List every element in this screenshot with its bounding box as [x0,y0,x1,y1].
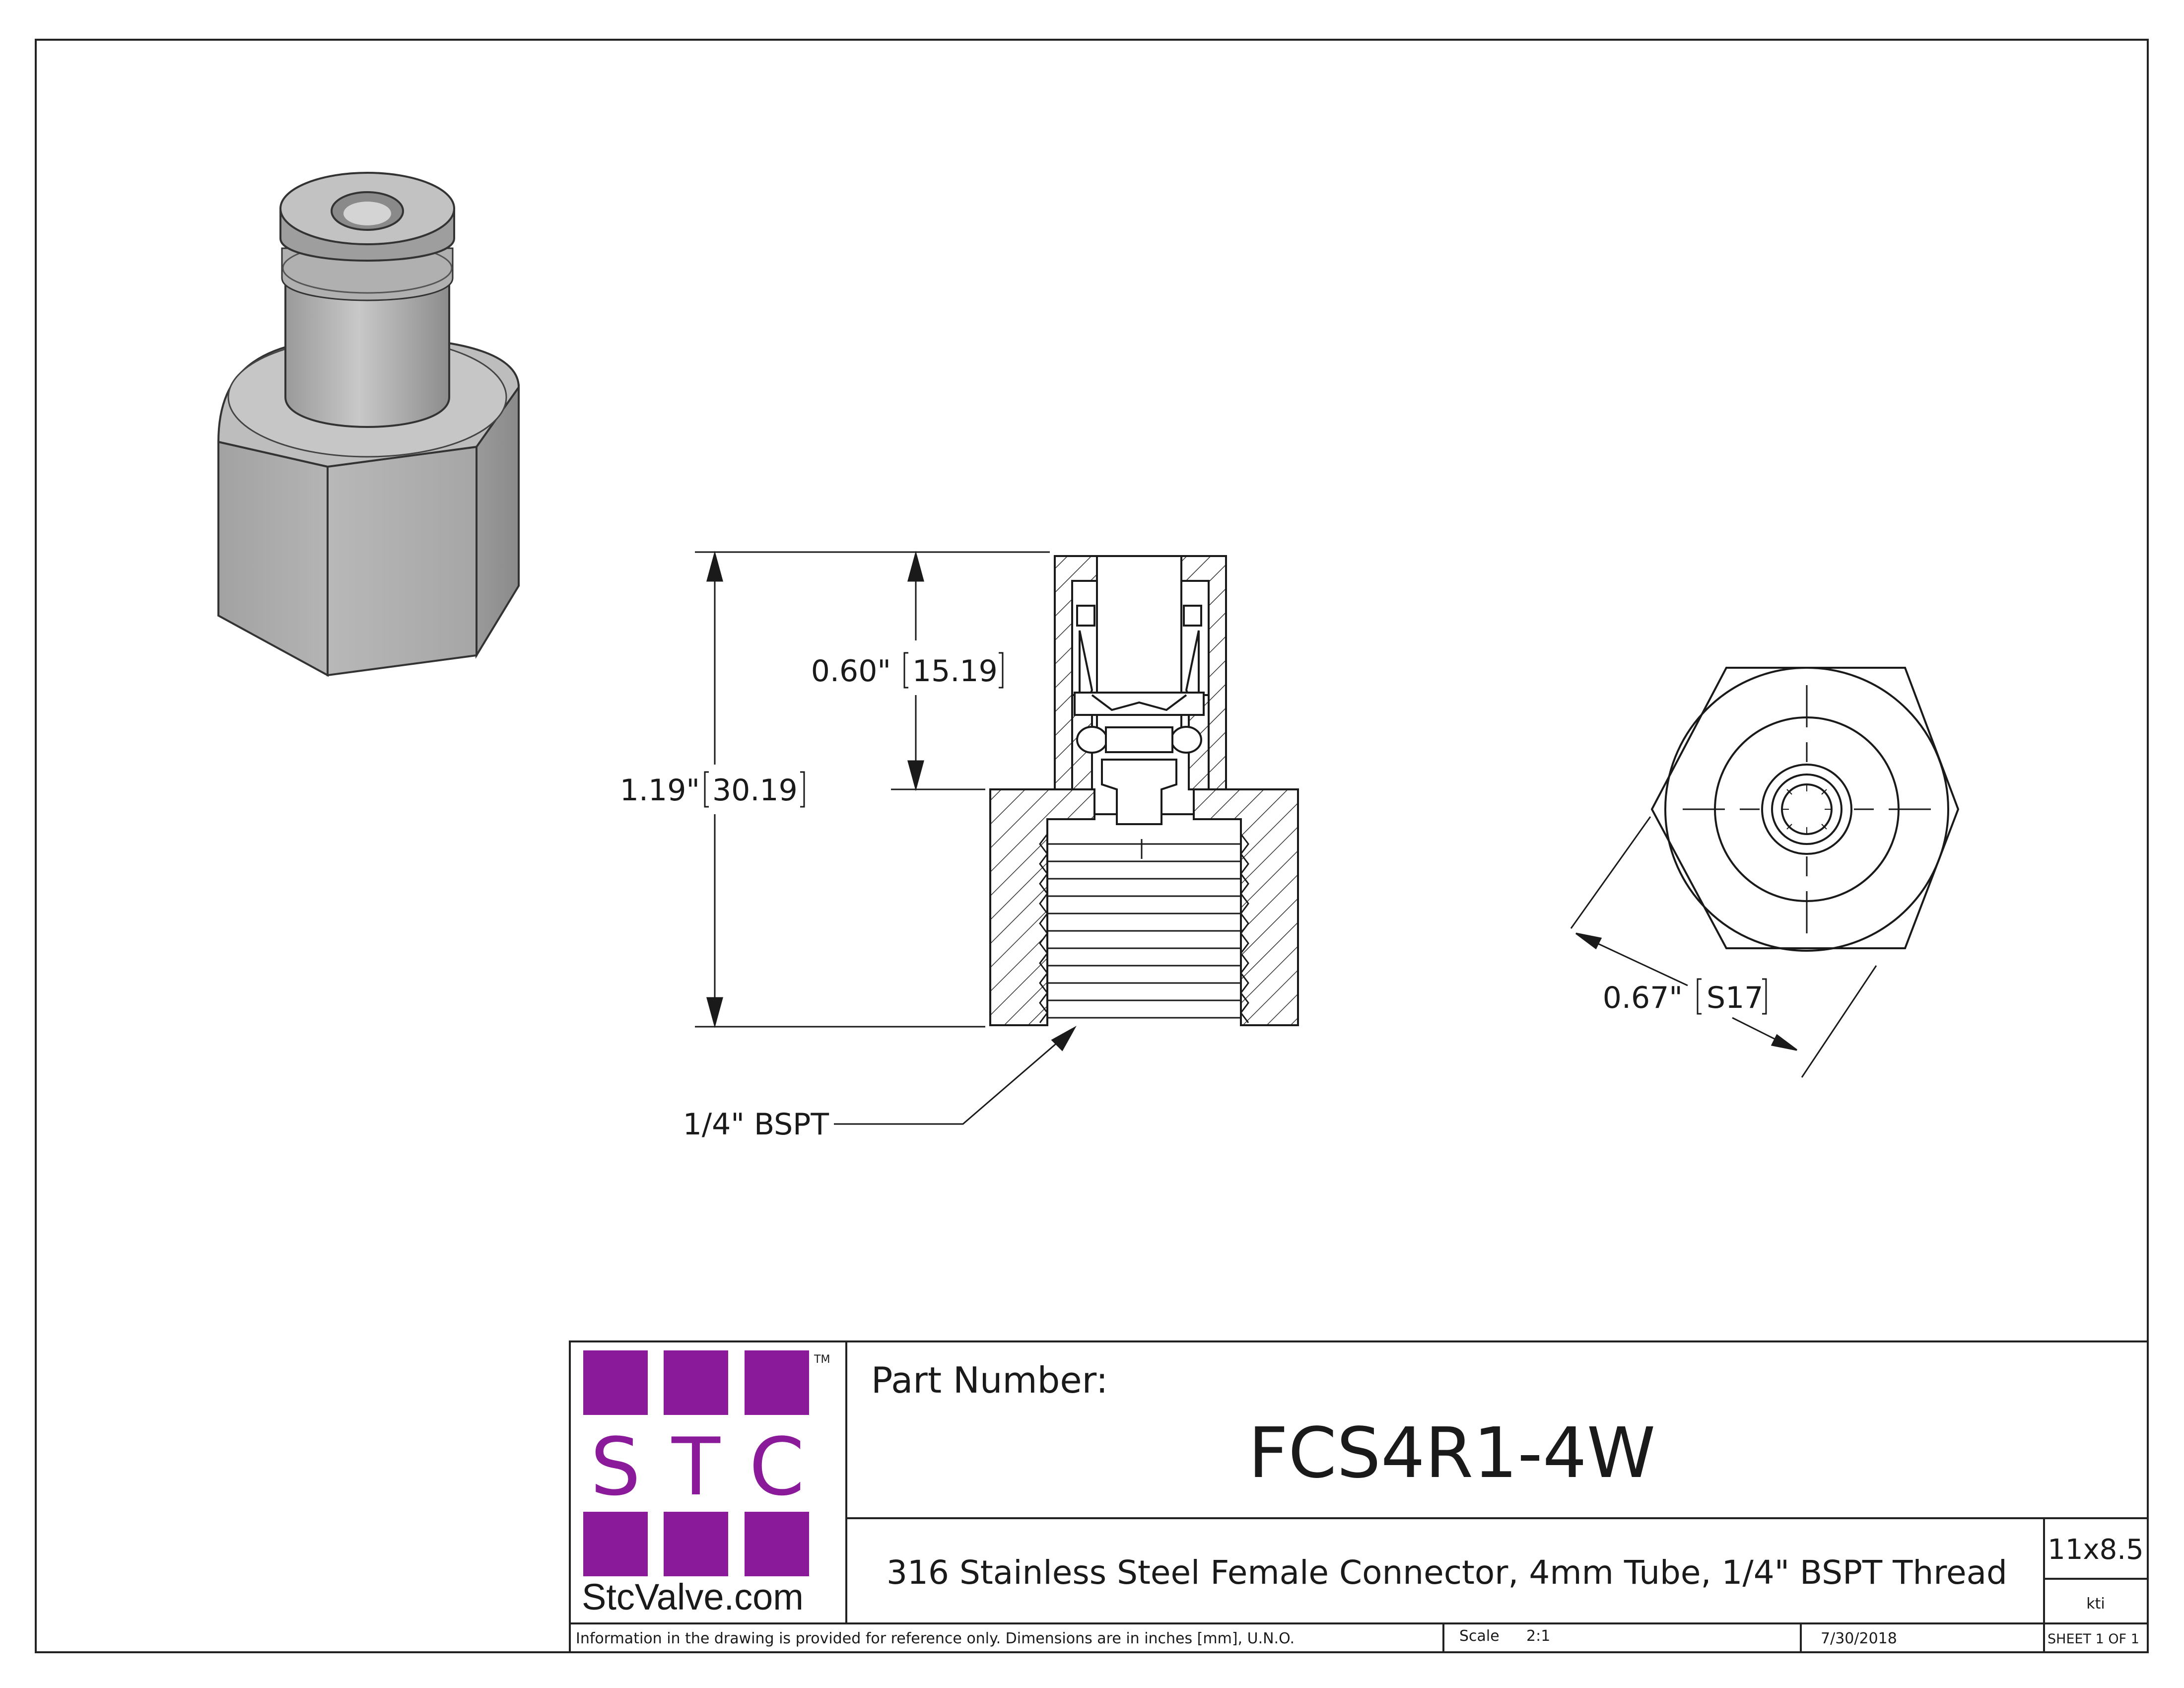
section-view [989,555,1299,1026]
hex-size-dim: 0.67" [1603,981,1683,1015]
title-block-text: Part Number: FCS4R1-4W 316 Stainless Ste… [576,1359,2144,1647]
drawing-date: 7/30/2018 [1821,1630,1897,1647]
dimension-labels: 1.19" 30.19 0.60" 15.19 1/4" BSPT 0.67" … [620,652,1767,1142]
upper-height-dim: 0.60" [811,654,891,689]
thread-profile [1039,834,1249,1023]
overall-height-mm: 30.19 [712,773,798,808]
hex-size-mm: S17 [1706,981,1763,1015]
sheet-number: SHEET 1 OF 1 [2048,1631,2139,1647]
scale-value: 2:1 [1526,1627,1550,1645]
logo-letter-s: S [590,1420,641,1513]
dimension-lines [695,551,1877,1125]
sheet-size: 11x8.5 [2048,1534,2143,1566]
overall-height-dim: 1.19" [620,773,700,808]
logo-letter-c: C [749,1420,805,1513]
part-description: 316 Stainless Steel Female Connector, 4m… [887,1553,2007,1592]
upper-height-mm: 15.19 [912,654,998,689]
drawn-by: kti [2086,1595,2105,1613]
isometric-view [217,172,520,677]
title-block [569,1340,2149,1653]
logo-letter-t: T [671,1420,721,1513]
stc-logo: S T C TM StcValve.com [582,1350,830,1618]
part-number: FCS4R1-4W [1248,1413,1656,1494]
scale-label: Scale [1459,1627,1500,1645]
logo-website: StcValve.com [582,1576,804,1618]
disclaimer: Information in the drawing is provided f… [576,1630,1295,1647]
thread-callout: 1/4" BSPT [683,1107,829,1142]
end-view [1650,667,1960,952]
part-number-label: Part Number: [871,1359,1108,1401]
logo-trademark: TM [814,1353,830,1366]
